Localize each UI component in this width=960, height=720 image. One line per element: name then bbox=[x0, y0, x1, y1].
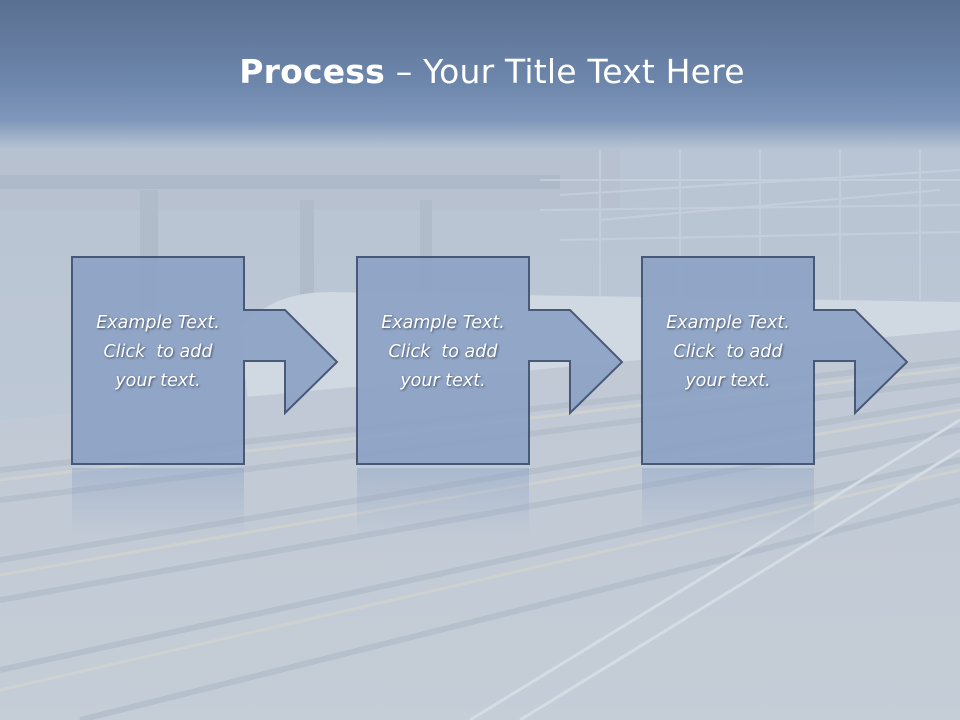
step-arrow-shape bbox=[641, 256, 909, 537]
step-text-line: Example Text. bbox=[666, 313, 790, 333]
title-band bbox=[0, 0, 960, 150]
process-step-3[interactable]: Example Text. Click to add your text. bbox=[641, 256, 927, 557]
step-text[interactable]: Example Text. Click to add your text. bbox=[72, 309, 244, 396]
step-text-line: Example Text. bbox=[381, 313, 505, 333]
step-text-line: Click to add bbox=[673, 342, 783, 362]
step-text-line: Example Text. bbox=[96, 313, 220, 333]
step-text-line: your text. bbox=[400, 371, 486, 391]
step-text-line: Click to add bbox=[388, 342, 498, 362]
slide-title[interactable]: Process – Your Title Text Here bbox=[0, 52, 960, 91]
title-bold-word: Process bbox=[239, 52, 385, 91]
step-text-line: your text. bbox=[685, 371, 771, 391]
process-step-2[interactable]: Example Text. Click to add your text. bbox=[356, 256, 642, 557]
step-text-line: Click to add bbox=[103, 342, 213, 362]
step-text[interactable]: Example Text. Click to add your text. bbox=[357, 309, 529, 396]
step-arrow-shape bbox=[356, 256, 624, 537]
step-arrow-shape bbox=[71, 256, 339, 537]
title-text: Your Title Text Here bbox=[423, 52, 745, 91]
process-step-1[interactable]: Example Text. Click to add your text. bbox=[71, 256, 357, 557]
step-text[interactable]: Example Text. Click to add your text. bbox=[642, 309, 814, 396]
title-separator: – bbox=[385, 52, 424, 91]
step-text-line: your text. bbox=[115, 371, 201, 391]
